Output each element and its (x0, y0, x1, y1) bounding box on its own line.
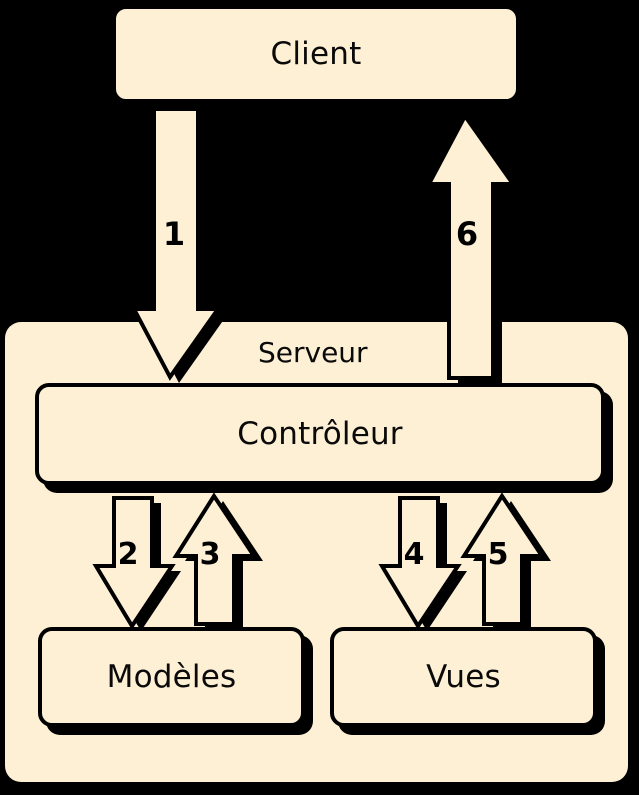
models-box: Modèles (38, 627, 305, 727)
arrow-4 (378, 492, 470, 632)
arrow-2-number: 2 (117, 537, 139, 572)
views-box: Vues (330, 627, 597, 727)
arrow-2 (92, 492, 184, 632)
client-label: Client (270, 36, 362, 72)
models-label: Modèles (106, 659, 237, 695)
arrow-1-number: 1 (162, 215, 186, 253)
server-label: Serveur (258, 336, 368, 369)
arrow-1 (130, 103, 227, 383)
controller-box: Contrôleur (35, 383, 605, 485)
controller-label: Contrôleur (237, 416, 403, 452)
client-box: Client (112, 5, 520, 103)
arrow-3 (172, 492, 264, 632)
arrow-6 (425, 112, 522, 384)
arrow-4-number: 4 (403, 537, 425, 572)
arrow-3-number: 3 (199, 537, 221, 572)
arrow-6-number: 6 (455, 215, 479, 253)
views-label: Vues (426, 659, 501, 695)
arrow-5 (460, 492, 552, 632)
arrow-5-number: 5 (487, 537, 509, 572)
